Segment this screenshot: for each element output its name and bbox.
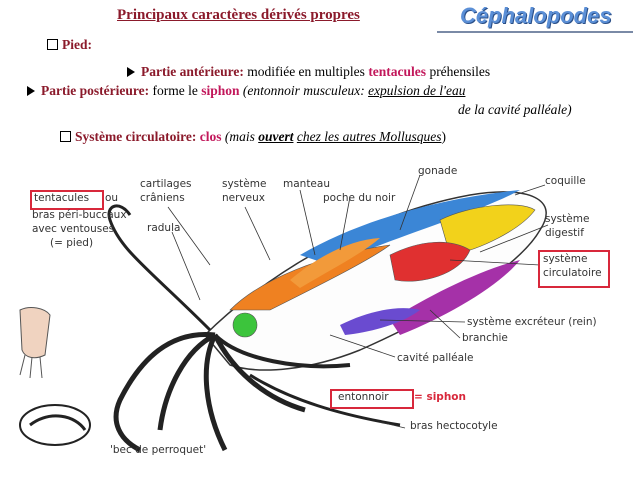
label-branchie: branchie [462, 332, 508, 344]
label-circ-1: système [543, 253, 588, 265]
label-entonnoir: entonnoir [338, 391, 389, 403]
cephalopod-anatomy-diagram [19, 174, 549, 453]
label-manteau: manteau [283, 178, 330, 190]
checkbox-bullet-icon [47, 39, 58, 50]
digestive-system [389, 241, 471, 282]
bullet-posterior: Partie postérieure: forme le siphon (ent… [27, 83, 465, 99]
header-rule [437, 31, 633, 33]
tentacle-arm [203, 333, 228, 452]
label-nerveux-1: système [222, 178, 267, 190]
gonad [439, 204, 536, 256]
label-poche-du-noir: poche du noir [323, 192, 396, 204]
label-bras-3: (= pied) [50, 237, 94, 249]
arrow-bullet-icon [127, 67, 135, 77]
tentacle-arm [113, 331, 216, 453]
brand-title: Céphalopodes [460, 3, 612, 28]
label-siphon-eq: = siphon [414, 391, 466, 403]
tentacle-arm [157, 332, 217, 431]
tentacle-arm [212, 333, 306, 413]
label-cartilages-2: crâniens [140, 192, 185, 204]
label-tentacules: tentacules [34, 192, 90, 204]
checkbox-bullet-icon [60, 131, 71, 142]
label-cartilages-1: cartilages [140, 178, 192, 190]
label-bras-1: bras péri-buccaux [32, 209, 127, 221]
tentacle-long [107, 204, 212, 332]
label-ou: ou [105, 192, 119, 204]
green-organ [232, 312, 258, 338]
label-cavite-palleale: cavité palléale [397, 352, 474, 364]
label-digestif-1: système [545, 213, 590, 225]
gill-branchie [390, 260, 520, 335]
bullet-posterior-cont: de la cavité palléale) [458, 102, 572, 117]
slide-title: Principaux caractères dérivés propres [117, 7, 360, 23]
label-radula: radula [147, 222, 181, 234]
ink-sac [290, 238, 380, 288]
label-bec-de-perroquet: 'bec de perroquet' [110, 444, 207, 456]
label-bras-2: avec ventouses [32, 223, 115, 235]
bullet-pied: Pied: [47, 37, 92, 53]
label-coquille: coquille [545, 175, 586, 187]
label-nerveux-2: nerveux [222, 192, 265, 204]
label-hectocotyle: bras hectocotyle [410, 420, 498, 432]
beak-illustration [19, 404, 91, 446]
label-gonade: gonade [418, 165, 458, 177]
bullet-circulatory: Système circulatoire: clos (mais ouvert … [60, 129, 446, 145]
label-circ-2: circulatoire [543, 267, 602, 279]
squid-sketch [19, 307, 51, 359]
hectocotyl-arm [249, 373, 401, 427]
label-excreteur: système excréteur (rein) [467, 316, 597, 328]
label-digestif-2: digestif [545, 227, 584, 239]
tentacle-arm [213, 333, 351, 369]
highlight-box-circulatory [538, 250, 610, 288]
bullet-anterior: Partie antérieure: modifiée en multiples… [127, 64, 490, 80]
highlight-box-tentacles [30, 190, 104, 210]
arrow-bullet-icon [27, 86, 35, 96]
highlight-box-entonnoir [330, 389, 414, 409]
kidney [340, 308, 420, 335]
